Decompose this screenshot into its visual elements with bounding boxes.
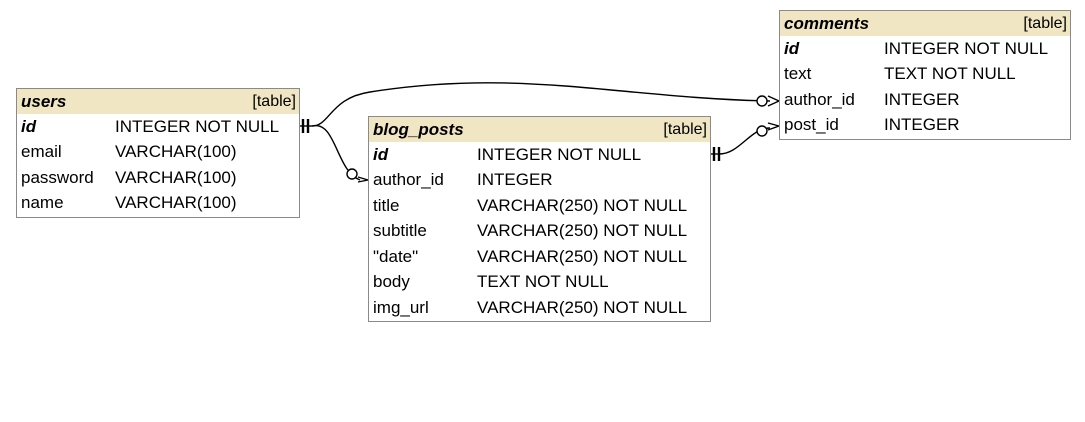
exactly-one-marker-users-id <box>300 119 312 133</box>
column-type: INTEGER NOT NULL <box>884 38 1049 58</box>
column-type: INTEGER <box>884 115 960 135</box>
table-name: comments <box>784 13 870 33</box>
column-name: author_id <box>784 89 855 109</box>
column-name: author_id <box>373 170 444 190</box>
column-row-id: id INTEGER NOT NULL <box>369 142 710 168</box>
column-row-text: text TEXT NOT NULL <box>780 62 1070 88</box>
table-header: comments [table] <box>780 11 1070 36</box>
column-type: INTEGER NOT NULL <box>477 144 642 164</box>
zero-or-many-marker-comments-post-id <box>756 122 780 137</box>
column-type: INTEGER <box>477 170 553 190</box>
column-name: subtitle <box>373 221 427 241</box>
table-blog-posts[interactable]: blog_posts [table] id INTEGER NOT NULL a… <box>368 116 711 322</box>
table-kind-label: [table] <box>252 92 296 110</box>
column-type: TEXT NOT NULL <box>477 272 609 292</box>
zero-or-many-marker-blog-posts-author-id <box>346 168 369 183</box>
column-row-password: password VARCHAR(100) <box>17 165 299 191</box>
column-type: VARCHAR(100) <box>115 193 237 213</box>
column-type: INTEGER <box>884 89 960 109</box>
table-users[interactable]: users [table] id INTEGER NOT NULL email … <box>16 88 300 218</box>
column-name: id <box>373 144 389 164</box>
column-type: VARCHAR(100) <box>115 142 237 162</box>
column-name: name <box>21 193 64 213</box>
column-row-body: body TEXT NOT NULL <box>369 270 710 296</box>
column-type: TEXT NOT NULL <box>884 64 1016 84</box>
table-kind-label: [table] <box>1023 14 1067 32</box>
column-type: VARCHAR(100) <box>115 167 237 187</box>
table-header: blog_posts [table] <box>369 117 710 142</box>
column-name: post_id <box>784 115 839 135</box>
column-row-id: id INTEGER NOT NULL <box>17 114 299 140</box>
column-name: text <box>784 64 812 84</box>
column-name: password <box>21 167 94 187</box>
column-name: img_url <box>373 297 429 317</box>
relationship-comments-author-to-users <box>311 82 771 127</box>
table-name: users <box>21 91 67 111</box>
table-comments[interactable]: comments [table] id INTEGER NOT NULL tex… <box>779 10 1071 140</box>
column-row-email: email VARCHAR(100) <box>17 140 299 166</box>
column-type: VARCHAR(250) NOT NULL <box>477 221 688 241</box>
column-name: title <box>373 195 400 215</box>
column-row-img-url: img_url VARCHAR(250) NOT NULL <box>369 295 710 321</box>
column-row-name: name VARCHAR(100) <box>17 191 299 217</box>
column-row-author-id: author_id INTEGER <box>369 168 710 194</box>
column-row-title: title VARCHAR(250) NOT NULL <box>369 193 710 219</box>
zero-or-many-marker-comments-author-id <box>756 95 780 107</box>
column-type: VARCHAR(250) NOT NULL <box>477 195 688 215</box>
column-type: VARCHAR(250) NOT NULL <box>477 246 688 266</box>
column-type: INTEGER NOT NULL <box>115 116 280 136</box>
column-name: email <box>21 142 62 162</box>
column-name: "date" <box>373 246 419 266</box>
column-row-date: "date" VARCHAR(250) NOT NULL <box>369 244 710 270</box>
column-name: id <box>21 116 37 136</box>
column-row-id: id INTEGER NOT NULL <box>780 36 1070 62</box>
column-name: id <box>784 38 800 58</box>
exactly-one-marker-blog-posts-id <box>711 147 721 161</box>
column-row-author-id: author_id INTEGER <box>780 87 1070 113</box>
table-header: users [table] <box>17 89 299 114</box>
column-name: body <box>373 272 410 292</box>
column-row-subtitle: subtitle VARCHAR(250) NOT NULL <box>369 219 710 245</box>
column-row-post-id: post_id INTEGER <box>780 113 1070 139</box>
table-kind-label: [table] <box>663 120 707 138</box>
table-name: blog_posts <box>373 119 464 139</box>
column-type: VARCHAR(250) NOT NULL <box>477 297 688 317</box>
